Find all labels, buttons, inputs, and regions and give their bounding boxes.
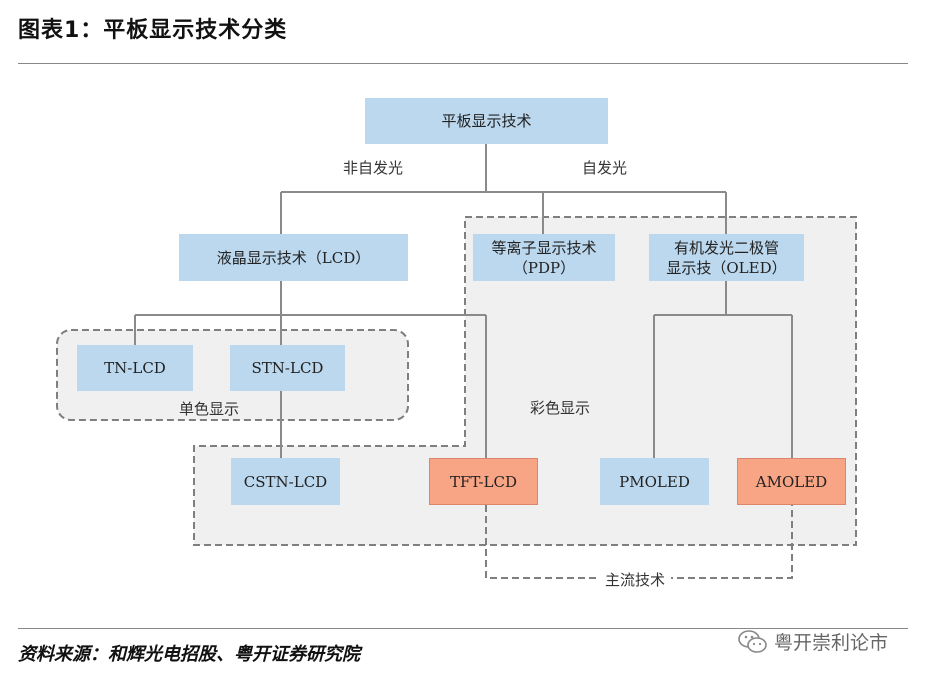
connectors [134,144,793,458]
top-rule [18,63,908,64]
label-color-display: 彩色显示 [530,399,591,417]
watermark: 粤开崇利论市 [738,628,888,655]
label-mainstream: 主流技术 [599,569,672,590]
node-oled-line1: 有机发光二极管 [673,238,779,257]
node-pmoled: PMOLED [600,458,709,505]
label-non-emissive: 非自发光 [343,159,404,177]
node-lcd: 液晶显示技术（LCD） [179,234,408,281]
bottom-rule [18,628,908,629]
wechat-icon [738,629,767,653]
node-tn-lcd: TN-LCD [77,345,193,391]
watermark-text: 粤开崇利论市 [774,632,889,654]
node-flat-panel-display: 平板显示技术 [365,98,608,144]
label-emissive: 自发光 [582,159,628,177]
node-amoled: AMOLED [737,458,846,505]
label-mono-display: 单色显示 [179,400,240,418]
node-pdp: 等离子显示技术 （PDP） [473,234,615,281]
node-oled: 有机发光二极管 显示技（OLED） [649,234,804,281]
node-oled-line2: 显示技（OLED） [666,258,787,277]
node-tft-lcd: TFT-LCD [429,458,538,505]
source-note: 资料来源：和辉光电招股、粤开证券研究院 [18,644,360,665]
node-stn-lcd: STN-LCD [230,345,345,391]
figure-title: 图表1：平板显示技术分类 [18,18,288,43]
node-pdp-line2: （PDP） [512,258,576,277]
node-pdp-line1: 等离子显示技术 [491,238,597,257]
node-cstn-lcd: CSTN-LCD [231,458,340,505]
